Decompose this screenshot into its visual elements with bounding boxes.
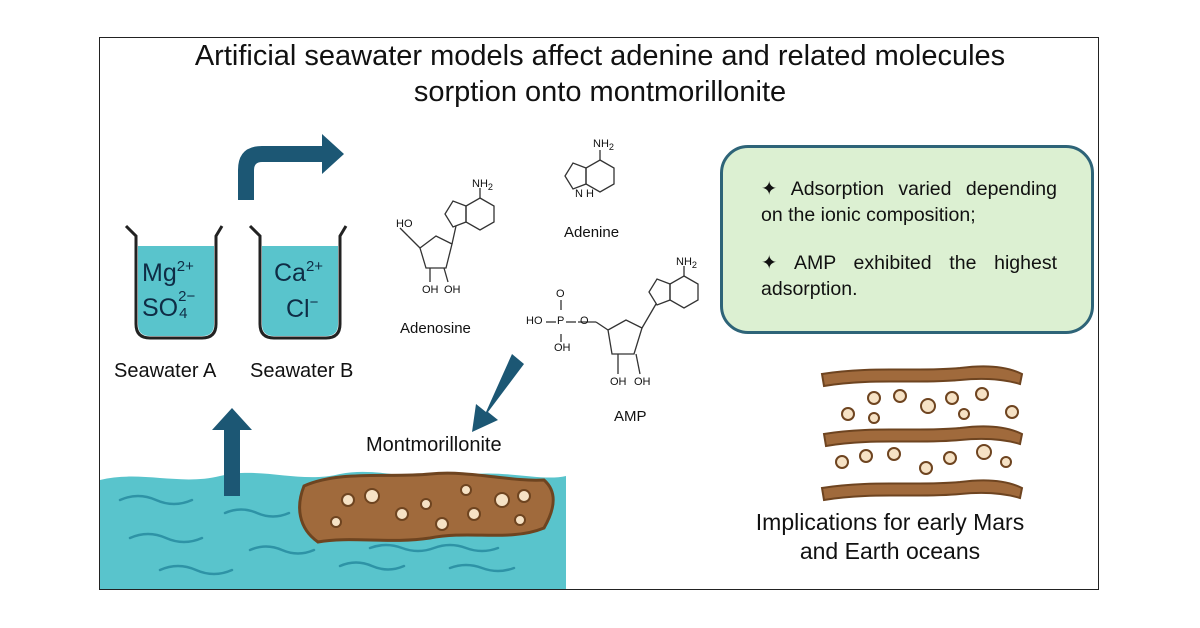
amp-oh-label-2: OH [634, 376, 651, 388]
adenosine-oh-label-2: OH [444, 284, 461, 296]
amp-oh-label-1: OH [610, 376, 627, 388]
seawater-b-anion: Cl− [286, 294, 319, 323]
amp-o-label: O [556, 288, 565, 300]
beaker-b [248, 224, 348, 340]
seawater-b-label: Seawater B [250, 360, 354, 382]
adenine-name: Adenine [564, 224, 620, 241]
findings-box: ✦ Adsorption varied depending on the ion… [720, 145, 1094, 334]
finding-1: ✦ Adsorption varied depending on the ion… [761, 178, 1057, 226]
amp-ester-o-label: O [580, 315, 589, 327]
implications-line-2: and Earth oceans [799, 538, 981, 564]
seawater-a-cation: Mg2+ [142, 258, 194, 287]
title-line-1: Artificial seawater models affect adenin… [194, 40, 1006, 72]
montmorillonite-label: Montmorillonite [366, 434, 502, 456]
amp-structure [546, 266, 699, 375]
adenine-nh-label: N H [575, 188, 594, 200]
implications-line-1: Implications for early Mars [755, 509, 1025, 535]
amp-p-label: P [557, 315, 565, 327]
amp-name: AMP [614, 408, 647, 425]
adenine-nh2-label: NH2 [593, 138, 614, 153]
adenosine-name: Adenosine [400, 320, 471, 337]
clay-particle [298, 471, 555, 544]
amp-nh2-label: NH2 [676, 256, 697, 271]
graphical-abstract: Artificial seawater models affect adenin… [99, 37, 1099, 590]
adenine-structure [564, 150, 615, 193]
beaker-a [124, 224, 224, 340]
clay-layers [820, 365, 1024, 502]
adenosine-nh2-label: NH2 [472, 178, 493, 193]
finding-2: ✦ AMP exhibited the highest adsorption. [761, 252, 1057, 300]
implications-text: Implications for early Mars and Earth oc… [725, 508, 1055, 566]
adenosine-oh-label-1: OH [422, 284, 439, 296]
title-line-2: sorption onto montmorillonite [413, 76, 787, 108]
adenosine-ho-label: HO [396, 218, 413, 230]
adenosine-structure [399, 188, 495, 283]
down-left-arrow [472, 354, 524, 432]
seawater-b-cation: Ca2+ [274, 258, 324, 287]
seawater-a-label: Seawater A [114, 360, 217, 382]
amp-ho-label: HO [526, 315, 543, 327]
bent-arrow [238, 134, 344, 200]
up-arrow [212, 408, 252, 496]
illustration-layer [100, 134, 1024, 589]
wave-lines [118, 494, 516, 576]
amp-oh-label: OH [554, 342, 571, 354]
